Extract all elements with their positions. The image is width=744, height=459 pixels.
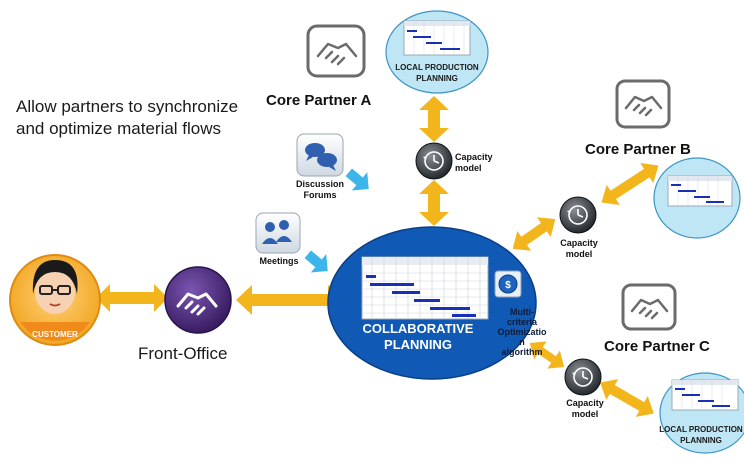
svg-text:$: $ <box>505 280 511 291</box>
meetings-label: Meetings <box>259 256 299 266</box>
core-partner-b-label: Core Partner B <box>585 141 691 158</box>
tagline: Allow partners to synchronize and optimi… <box>16 97 239 138</box>
local-planning-a-bubble <box>385 10 489 94</box>
partner-a-handshake-icon <box>306 24 366 78</box>
algorithm-icon: $ <box>494 270 522 298</box>
capacity-b-clock-icon <box>559 196 597 234</box>
arrow-frontoffice-collab <box>236 285 344 315</box>
customer-label: CUSTOMER <box>32 330 78 339</box>
arrow-capacity-a-collab <box>419 180 449 226</box>
front-office-handshake-icon <box>164 266 232 334</box>
collaborative-planning-label: COLLABORATIVE PLANNING <box>362 321 474 352</box>
meetings-pointer-arrow <box>304 250 328 273</box>
core-partner-a-label: Core Partner A <box>266 92 372 109</box>
local-planning-a-label: LOCAL PRODUCTION PLANNING <box>395 63 479 83</box>
local-planning-c-label: LOCAL PRODUCTION PLANNING <box>659 425 743 445</box>
arrow-planning-a-capacity <box>419 96 449 142</box>
discussion-forums-label: Discussion Forums <box>295 179 344 200</box>
arrow-capacity-c-planning-c <box>600 379 654 417</box>
customer-avatar: CUSTOMER <box>9 254 101 346</box>
discussion-pointer-arrow <box>345 168 369 191</box>
core-partner-c-label: Core Partner C <box>604 338 710 355</box>
arrow-capacity-b-planning-b <box>601 163 659 205</box>
meetings-icon <box>255 212 301 254</box>
front-office-label: Front-Office <box>138 344 228 363</box>
local-planning-c-bubble <box>659 372 744 454</box>
capacity-c-clock-icon <box>564 358 602 396</box>
optimization-algorithm-label: Multi- criteria Optimizatio n algorithm <box>497 307 547 357</box>
arrow-collab-capacity-c <box>529 341 565 369</box>
capacity-a-label: Capacity model <box>455 152 493 173</box>
capacity-a-clock-icon <box>415 142 453 180</box>
discussion-forums-icon <box>296 133 344 177</box>
partner-b-handshake-icon <box>615 79 671 129</box>
collab-gantt-chart <box>361 256 489 320</box>
arrow-collab-capacity-b <box>512 217 556 251</box>
arrow-customer-frontoffice <box>96 284 168 312</box>
capacity-b-label: Capacity model <box>560 238 598 259</box>
partner-c-handshake-icon <box>621 283 677 331</box>
capacity-c-label: Capacity model <box>566 398 604 419</box>
local-planning-b-bubble <box>653 157 741 239</box>
